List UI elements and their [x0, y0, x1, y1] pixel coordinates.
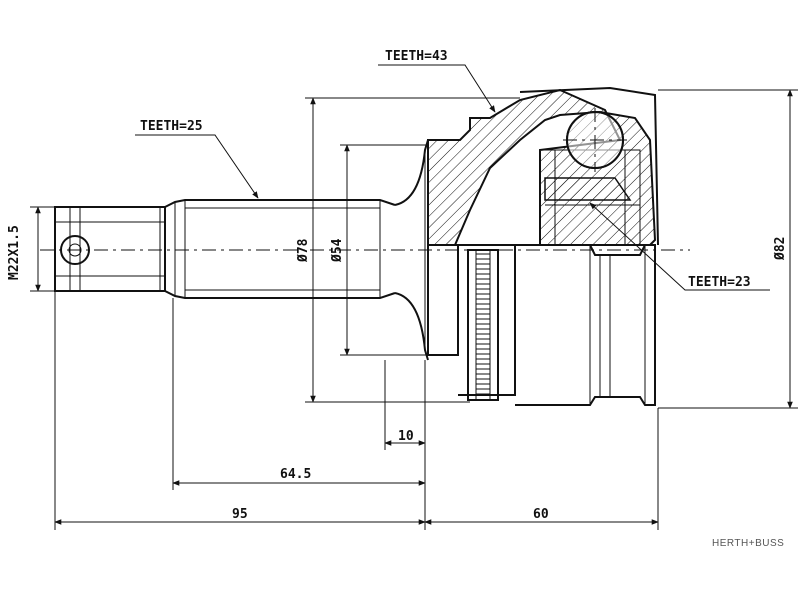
thread-dimension: M22X1.5 — [7, 225, 22, 280]
bell-lower — [427, 244, 656, 406]
length-64-5: 64.5 — [280, 467, 311, 482]
diameter-78: Ø78 — [296, 238, 311, 263]
abs-teeth — [476, 253, 490, 395]
brand-watermark: HERTH+BUSS — [712, 538, 784, 549]
teeth-inner-label: TEETH=23 — [688, 275, 751, 290]
dim-10 — [384, 360, 426, 450]
spline-shaft — [164, 199, 396, 299]
bell-housing — [427, 86, 659, 246]
diameter-54: Ø54 — [330, 238, 345, 263]
cage-ball — [563, 108, 627, 172]
dim-82 — [658, 89, 798, 409]
teeth-shaft-label: TEETH=25 — [140, 119, 203, 134]
abs-ring — [467, 249, 499, 401]
length-10: 10 — [398, 429, 414, 444]
teeth-outer-label: TEETH=43 — [385, 49, 448, 64]
length-95: 95 — [232, 507, 248, 522]
dim-78 — [305, 97, 520, 403]
shaft-neck — [394, 139, 429, 361]
dim-54 — [340, 144, 428, 356]
leaders — [135, 64, 770, 291]
length-60: 60 — [533, 507, 549, 522]
dim-95-60 — [54, 291, 659, 530]
diameter-82: Ø82 — [773, 237, 788, 261]
dim-64-5 — [172, 298, 426, 490]
thread-stub — [54, 206, 166, 292]
dim-thread — [30, 206, 55, 292]
